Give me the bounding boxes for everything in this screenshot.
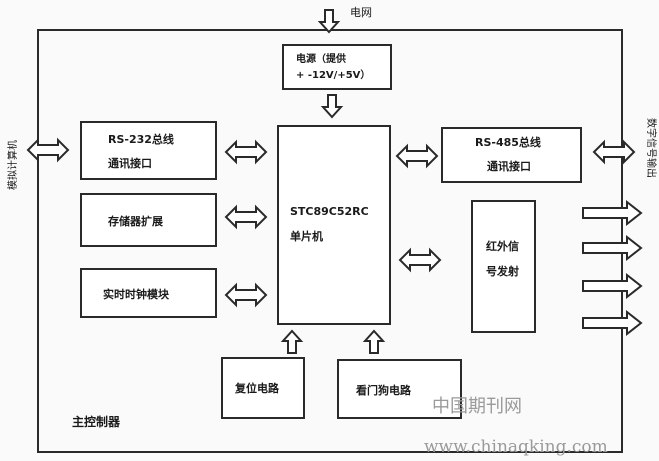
mcu-rs485-arrow (396, 145, 438, 167)
output-arrow-3 (582, 274, 642, 298)
output-arrow-1 (582, 201, 642, 225)
power-supply-line2: + -12V/+5V） (296, 68, 370, 81)
grid-to-power-arrow (319, 9, 339, 33)
rs232-line2: 通讯接口 (108, 156, 152, 170)
mcu-box (277, 125, 391, 325)
ir-transmit-line2: 号发射 (486, 264, 519, 278)
mcu-model-label: STC89C52RC (290, 205, 369, 218)
power-supply-line1: 电源（提供 (296, 52, 346, 65)
rs485-line1: RS-485总线 (475, 135, 541, 149)
rtc-mcu-arrow (225, 284, 267, 306)
rs485-line2: 通讯接口 (487, 159, 531, 173)
watermark-url: www.chinaqking.com (424, 437, 608, 457)
watchdog-circuit-box (337, 359, 462, 419)
left-side-label: 模拟计算机 (6, 140, 19, 190)
output-arrow-2 (582, 236, 642, 260)
reset-to-mcu-arrow (282, 330, 302, 354)
power-to-mcu-arrow (322, 94, 342, 118)
rs485-box (441, 127, 582, 183)
watchdog-circuit-label: 看门狗电路 (356, 383, 412, 397)
rtc-module-box (80, 268, 217, 318)
storage-expansion-label: 存储器扩展 (108, 214, 164, 228)
power-supply-box (282, 44, 392, 90)
rtc-module-label: 实时时钟模块 (103, 287, 170, 301)
storage-expansion-box (80, 193, 217, 247)
output-arrow-4 (582, 311, 642, 335)
rs232-line1: RS-232总线 (108, 132, 174, 146)
rs485-external-arrow (593, 141, 635, 163)
rs232-box (80, 121, 217, 180)
mcu-type-label: 单片机 (290, 229, 323, 243)
mcu-ir-arrow (399, 249, 441, 271)
watermark-cn: 中国期刊网 (432, 396, 522, 417)
main-controller-label: 主控制器 (72, 414, 121, 429)
rs232-mcu-arrow (225, 141, 267, 163)
ir-transmit-box (471, 200, 536, 333)
pc-rs232-arrow (27, 139, 69, 161)
reset-circuit-box (221, 357, 305, 419)
grid-label: 电网 (350, 6, 372, 19)
right-side-label: 数字信号输出 (645, 118, 658, 178)
ir-transmit-line1: 红外信 (486, 239, 519, 253)
storage-mcu-arrow (225, 206, 267, 228)
reset-circuit-label: 复位电路 (234, 381, 280, 395)
watchdog-to-mcu-arrow (364, 330, 384, 354)
